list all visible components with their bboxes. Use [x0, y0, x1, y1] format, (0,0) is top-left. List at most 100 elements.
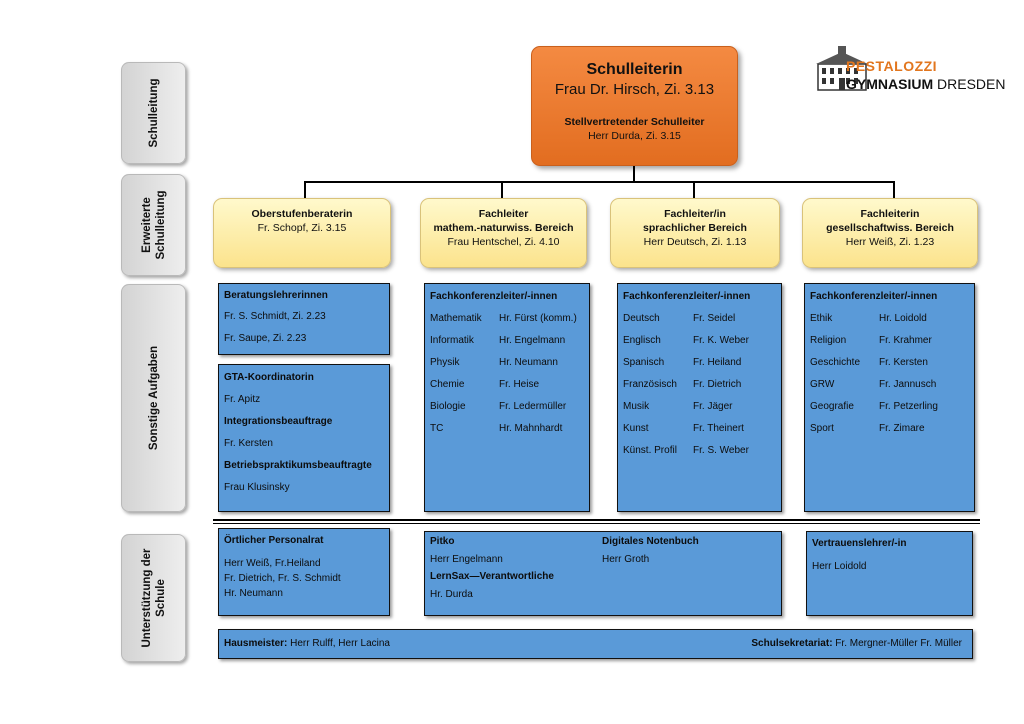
lernsax-title: LernSax—Verantwortliche: [430, 571, 554, 582]
sidebar-sonstige-aufgaben: Sonstige Aufgaben: [121, 284, 186, 512]
gta-title: GTA-Koordinatorin: [224, 372, 314, 383]
extended-box-social: Fachleiterin gesellschaftwiss. Bereich H…: [802, 198, 978, 268]
sekretariat-label: Schulsekretariat:: [751, 638, 833, 649]
box-vertrauenslehrer: Vertrauenslehrer/-in Herr Loidold: [806, 531, 973, 616]
extended-line2: mathem.-naturwiss. Bereich: [433, 222, 574, 234]
fk-teacher: Fr. Krahmer: [879, 335, 932, 346]
connector-horizontal: [304, 181, 895, 183]
fk-subject: Spanisch: [623, 357, 665, 368]
logo-dresden: DRESDEN: [937, 76, 1006, 92]
fk-teacher: Hr. Fürst (komm.): [499, 313, 577, 324]
integration-title: Integrationsbeauftrage: [224, 416, 333, 427]
beratung-item: Fr. S. Schmidt, Zi. 2.23: [224, 311, 326, 322]
fk-teacher: Fr. K. Weber: [693, 335, 749, 346]
extended-line2: sprachlicher Bereich: [643, 222, 747, 234]
fk-title: Fachkonferenzleiter/-innen: [430, 291, 558, 302]
fk-teacher: Fr. Theinert: [693, 423, 744, 434]
deputy-title: Stellvertretender Schulleiter: [564, 116, 705, 128]
fk-teacher: Hr. Neumann: [499, 357, 558, 368]
fk-subject: Physik: [430, 357, 460, 368]
praktikum-title: Betriebspraktikumsbeauftragte: [224, 460, 372, 471]
box-pitko: Pitko Herr Engelmann LernSax—Verantwortl…: [424, 531, 782, 616]
extended-title: Fachleiterin: [860, 208, 920, 220]
extended-line3: Frau Hentschel, Zi. 4.10: [447, 236, 560, 248]
fk-teacher: Fr. Heiland: [693, 357, 742, 368]
pitko-value: Herr Engelmann: [430, 554, 503, 565]
personalrat-line: Fr. Dietrich, Fr. S. Schmidt: [224, 573, 341, 584]
gta-value: Fr. Apitz: [224, 394, 261, 405]
fk-subject: Informatik: [430, 335, 474, 346]
fk-subject: Ethik: [810, 313, 833, 324]
fk-subject: Französisch: [623, 379, 677, 390]
lernsax-value: Hr. Durda: [430, 589, 473, 600]
sidebar-schulleitung: Schulleitung: [121, 62, 186, 164]
extended-line3: Herr Deutsch, Zi. 1.13: [643, 236, 747, 248]
beratung-item: Fr. Saupe, Zi. 2.23: [224, 333, 307, 344]
logo-line1: PESTALOZZI: [846, 58, 938, 74]
fk-teacher: Fr. Petzerling: [879, 401, 938, 412]
fk-subject: Geografie: [810, 401, 854, 412]
connector-drop-2: [501, 181, 503, 199]
fk-subject: GRW: [810, 379, 835, 390]
fk-subject: Geschichte: [810, 357, 861, 368]
footer-bar: Hausmeister: Herr Rulff, Herr Lacina Sch…: [218, 629, 973, 659]
footer-sekretariat: Schulsekretariat: Fr. Mergner-Müller Fr.…: [751, 637, 962, 651]
fk-teacher: Fr. S. Weber: [693, 445, 749, 456]
fk-teacher: Hr. Engelmann: [499, 335, 566, 346]
fk-subject: Deutsch: [623, 313, 660, 324]
fk-teacher: Fr. Ledermüller: [499, 401, 567, 412]
extended-line3: Herr Weiß, Zi. 1.23: [845, 236, 935, 248]
personalrat-line: Hr. Neumann: [224, 588, 283, 599]
fk-subject: Biologie: [430, 401, 466, 412]
section-divider-top: [213, 519, 980, 521]
praktikum-value: Frau Klusinsky: [224, 482, 290, 493]
fk-subject: Englisch: [623, 335, 661, 346]
integration-value: Fr. Kersten: [224, 438, 273, 449]
sidebar-unterstuetzung-line1: Unterstützung der: [140, 548, 153, 648]
extended-title: Fachleiter/in: [664, 208, 726, 220]
extended-title: Fachleiter: [478, 208, 529, 220]
box-beratungslehrerinnen: Beratungslehrerinnen Fr. S. Schmidt, Zi.…: [218, 283, 390, 355]
extended-box-oberstufe: Oberstufenberaterin Fr. Schopf, Zi. 3.15: [213, 198, 391, 268]
fk-teacher: Fr. Jäger: [693, 401, 733, 412]
fk-teacher: Fr. Dietrich: [693, 379, 742, 390]
fk-subject: Künst. Profil: [623, 445, 677, 456]
fk-teacher: Fr. Jannusch: [879, 379, 937, 390]
sidebar-unterstuetzung: Unterstützung der Schule: [121, 534, 186, 662]
sekretariat-value: Fr. Mergner-Müller Fr. Müller: [832, 638, 962, 649]
sidebar-erweiterte-label: Erweiterte Schulleitung: [140, 191, 168, 260]
sidebar-unterstuetzung-line2: Schule: [154, 579, 167, 617]
head-box-schulleiterin: Schulleiterin Frau Dr. Hirsch, Zi. 3.13 …: [531, 46, 738, 166]
extended-line2: Fr. Schopf, Zi. 3.15: [257, 222, 347, 234]
connector-drop-3: [693, 181, 695, 199]
school-building-icon: [816, 46, 868, 91]
sidebar-erweiterte-schulleitung: Erweiterte Schulleitung: [121, 174, 186, 276]
head-title: Schulleiterin: [586, 61, 683, 78]
fk-subject: TC: [430, 423, 444, 434]
notenbuch-title: Digitales Notenbuch: [602, 536, 699, 547]
sidebar-unterstuetzung-label: Unterstützung der Schule: [140, 548, 168, 647]
fk-subject: Musik: [623, 401, 650, 412]
sidebar-schulleitung-label: Schulleitung: [147, 78, 160, 148]
sidebar-erweiterte-line2: Schulleitung: [154, 190, 167, 260]
fk-teacher: Fr. Seidel: [693, 313, 736, 324]
head-name: Frau Dr. Hirsch, Zi. 3.13: [554, 81, 715, 98]
fk-teacher: Fr. Kersten: [879, 357, 928, 368]
extended-box-math: Fachleiter mathem.-naturwiss. Bereich Fr…: [420, 198, 587, 268]
hausmeister-label: Hausmeister:: [224, 638, 288, 649]
personalrat-line: Herr Weiß, Fr.Heiland: [224, 558, 321, 569]
beratung-title: Beratungslehrerinnen: [224, 290, 328, 301]
vertrauen-name: Herr Loidold: [812, 561, 867, 572]
footer-hausmeister: Hausmeister: Herr Rulff, Herr Lacina: [224, 637, 390, 651]
deputy-name: Herr Durda, Zi. 3.15: [588, 130, 681, 142]
hausmeister-value: Herr Rulff, Herr Lacina: [287, 638, 390, 649]
notenbuch-value: Herr Groth: [602, 554, 650, 565]
fk-title: Fachkonferenzleiter/-innen: [810, 291, 938, 302]
connector-drop-4: [893, 181, 895, 199]
box-gta: GTA-Koordinatorin Fr. Apitz Integrations…: [218, 364, 390, 512]
extended-title: Oberstufenberaterin: [251, 208, 353, 220]
connector-drop-1: [304, 181, 306, 199]
